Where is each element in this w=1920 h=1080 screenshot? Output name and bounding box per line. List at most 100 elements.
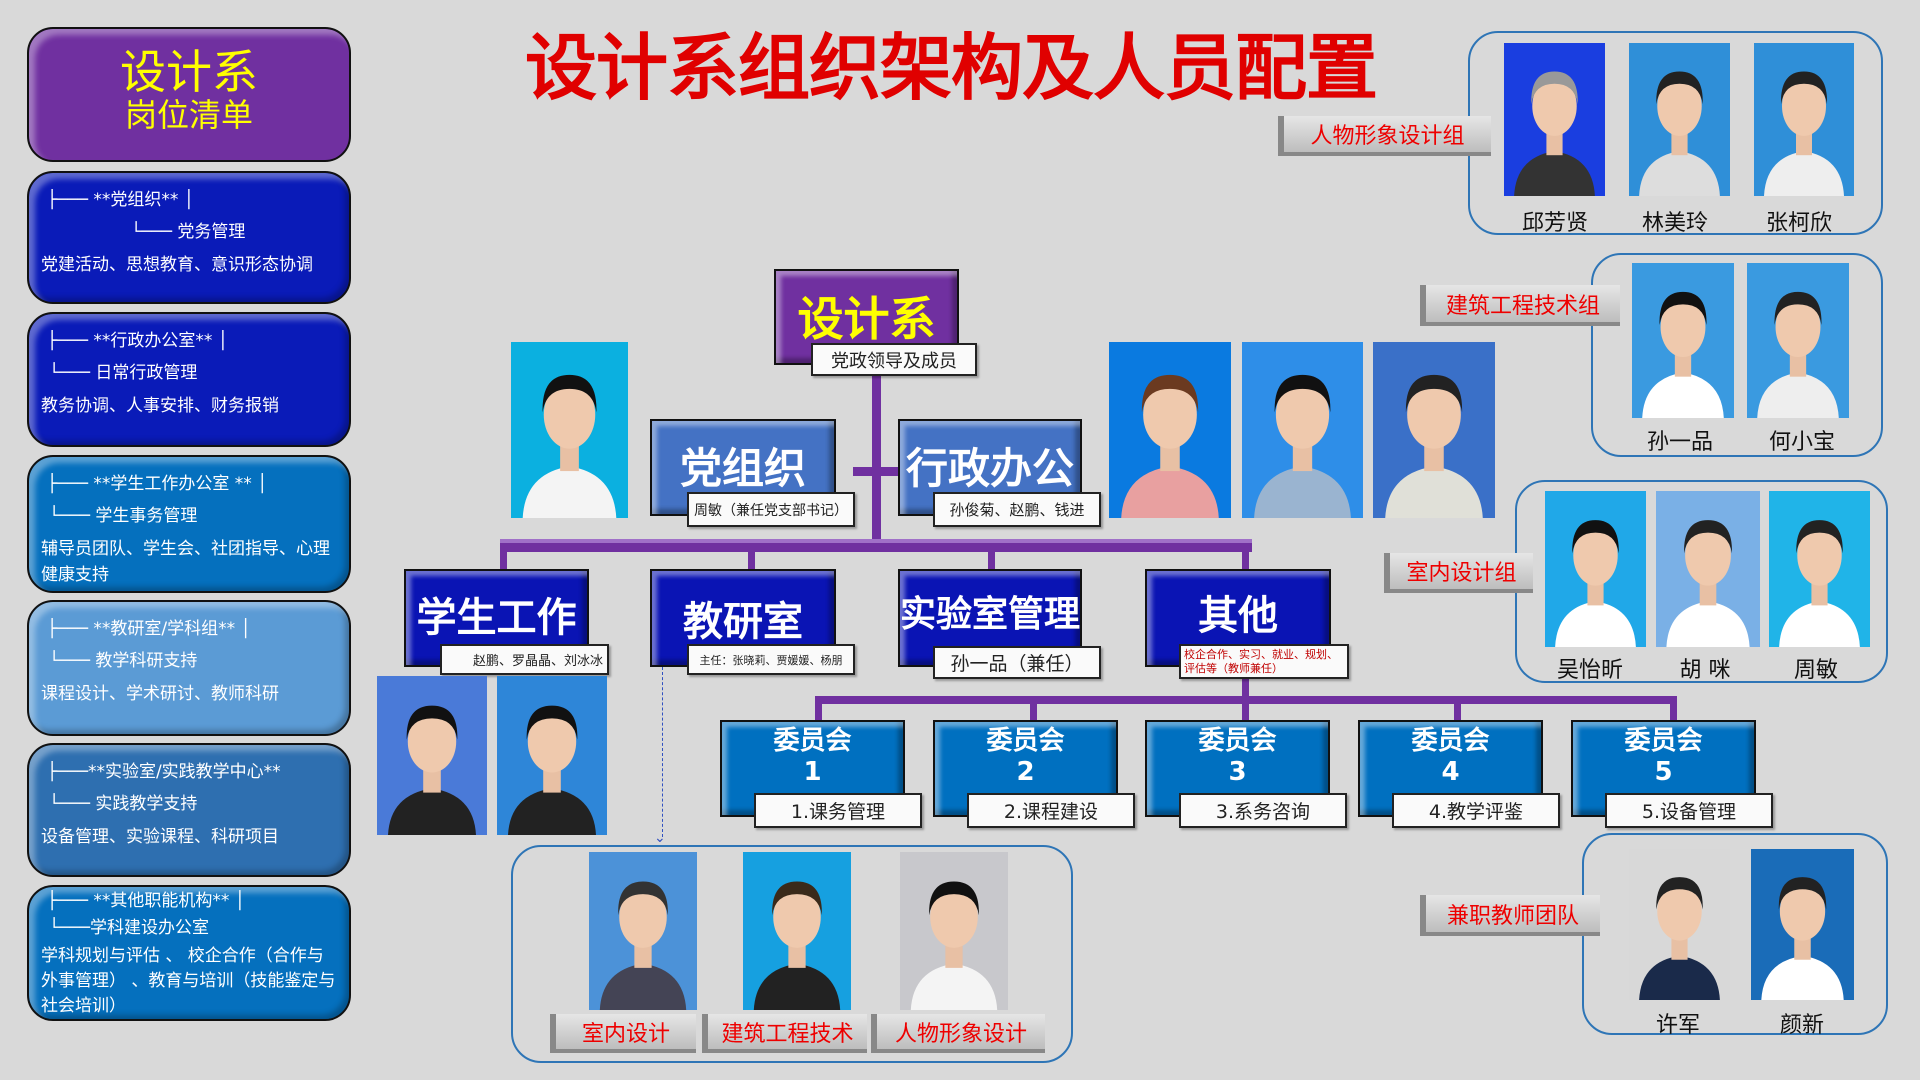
connector <box>853 467 900 476</box>
portrait-photo <box>377 676 487 835</box>
committee-number: 3 <box>1228 757 1247 787</box>
portrait-photo <box>1656 491 1760 647</box>
committee-number: 4 <box>1441 757 1460 787</box>
sidebar-item[interactable]: ├───**实验室/实践教学中心** └─── 实践教学支持 设备管理、实验课程… <box>27 743 351 877</box>
node-other-sub: 校企合作、实习、就业、规划、评估等（教师兼任） <box>1179 644 1349 679</box>
member-name: 许军 <box>1655 1013 1700 1038</box>
connector <box>1242 667 1249 703</box>
portrait-photo <box>1242 342 1363 518</box>
portrait-photo <box>1769 491 1870 647</box>
group-architecture-label: 建筑工程技术组 <box>1420 285 1620 326</box>
portrait-photo <box>1754 43 1854 196</box>
member-name: 孙一品 <box>1646 430 1713 455</box>
sidebar-item-sub: └─── 党务管理 <box>131 222 246 243</box>
committee-label: 委员会 <box>986 726 1065 756</box>
group-interior-label: 室内设计组 <box>1384 553 1533 593</box>
sidebar-item-sub: └─── 日常行政管理 <box>49 363 198 384</box>
portrait-photo <box>1751 849 1854 1000</box>
committee-sub: 5.设备管理 <box>1605 793 1773 828</box>
committee-label: 委员会 <box>1624 726 1703 756</box>
sidebar-item-heading: ├─── **教研室/学科组** │ <box>47 619 251 639</box>
sidebar-subtitle: 岗位清单 <box>124 96 253 134</box>
node-teaching-research-sub: 主任：张晓莉、贾媛媛、杨朋 <box>687 644 855 675</box>
committee-label: 委员会 <box>773 726 852 756</box>
root-label: 设计系 <box>797 292 936 346</box>
connector <box>500 543 507 571</box>
portrait-photo <box>1629 43 1730 196</box>
committee-number: 1 <box>803 757 822 787</box>
connector <box>500 543 1252 552</box>
major-label-architecture: 建筑工程技术 <box>702 1014 867 1053</box>
portrait-photo <box>1109 342 1231 518</box>
member-name: 林美玲 <box>1641 211 1708 236</box>
sidebar-item-desc: 党建活动、思想教育、意识形态协调 <box>41 254 313 275</box>
sidebar-item[interactable]: ├─── **其他职能机构** │ └───学科建设办公室 学科规划与评估 、 … <box>27 885 351 1021</box>
member-name: 颜新 <box>1779 1013 1824 1038</box>
sidebar-item-sub: └─── 学生事务管理 <box>49 506 198 527</box>
portrait-photo <box>511 342 628 518</box>
portrait-photo <box>900 852 1008 1010</box>
node-label: 实验室管理 <box>900 594 1081 635</box>
member-name: 张柯欣 <box>1765 211 1832 236</box>
committee-number: 5 <box>1654 757 1673 787</box>
portrait-photo <box>1545 491 1646 647</box>
sidebar-item-desc: 教务协调、人事安排、财务报销 <box>41 395 279 416</box>
root-sub: 党政领导及成员 <box>811 343 977 376</box>
page-title: 设计系组织架构及人员配置 <box>525 25 1378 110</box>
portrait-photo <box>497 676 607 835</box>
sidebar-item[interactable]: ├─── **学生工作办公室 ** │ └─── 学生事务管理 辅导员团队、学生… <box>27 455 351 593</box>
sidebar-item-heading: ├─── **其他职能机构** │ <box>47 891 245 911</box>
member-name: 胡 咪 <box>1679 658 1731 683</box>
node-label: 学生工作 <box>416 595 577 641</box>
major-label-interior: 室内设计 <box>550 1014 696 1053</box>
connector <box>1670 696 1677 722</box>
member-name: 吴怡昕 <box>1556 658 1623 683</box>
connector <box>815 696 822 722</box>
connector <box>1242 696 1249 722</box>
node-lab-sub: 孙一品（兼任） <box>933 646 1101 679</box>
connector <box>1242 543 1249 571</box>
sidebar-item[interactable]: ├─── **行政办公室** │ └─── 日常行政管理 教务协调、人事安排、财… <box>27 312 351 447</box>
group-parttime-label: 兼职教师团队 <box>1420 895 1600 936</box>
node-admin-sub: 孙俊菊、赵鹏、钱进 <box>933 492 1101 527</box>
committee-sub: 3.系务咨询 <box>1179 793 1347 828</box>
sidebar-item-desc: 学科规划与评估 、 校企合作（合作与外事管理） 、教育与培训（技能鉴定与社会培训… <box>41 946 336 1016</box>
committee-sub: 4.教学评鉴 <box>1392 793 1560 828</box>
sidebar-header: 设计系 岗位清单 <box>27 27 351 162</box>
node-label: 行政办公 <box>905 444 1074 493</box>
node-label: 党组织 <box>679 444 806 493</box>
portrait-photo <box>1504 43 1605 196</box>
portrait-photo <box>1373 342 1495 518</box>
portrait-photo <box>1632 263 1734 418</box>
member-name: 邱芳贤 <box>1521 211 1588 236</box>
sidebar-item-sub: └─── 实践教学支持 <box>49 794 198 815</box>
connector <box>1454 696 1461 722</box>
node-student-work-sub: 赵鹏、罗晶晶、刘冰冰 <box>440 644 609 675</box>
connector <box>748 543 755 571</box>
sidebar-item[interactable]: ├─── **教研室/学科组** │ └─── 教学科研支持 课程设计、学术研讨… <box>27 600 351 736</box>
group-architecture <box>1591 253 1883 457</box>
arrow-head-icon: ⌄ <box>654 830 666 846</box>
sidebar-item-heading: ├───**实验室/实践教学中心** <box>47 762 281 782</box>
sidebar-item-desc: 设备管理、实验课程、科研项目 <box>41 826 279 847</box>
sidebar-item[interactable]: ├─── **党组织** │ └─── 党务管理 党建活动、思想教育、意识形态协… <box>27 171 351 304</box>
sidebar-item-heading: ├─── **党组织** │ <box>47 190 194 210</box>
sidebar-item-sub: └─── 教学科研支持 <box>49 651 198 672</box>
committee-label: 委员会 <box>1198 726 1277 756</box>
sidebar-item-desc: 辅导员团队、学生会、社团指导、心理健康支持 <box>41 538 330 586</box>
major-label-image: 人物形象设计 <box>871 1014 1045 1053</box>
group-majors <box>511 845 1073 1063</box>
member-name: 周敏 <box>1793 658 1838 683</box>
member-name: 何小宝 <box>1768 430 1835 455</box>
committee-number: 2 <box>1016 757 1035 787</box>
sidebar-item-heading: ├─── **学生工作办公室 ** │ <box>47 474 268 494</box>
node-label: 教研室 <box>683 599 803 645</box>
portrait-photo <box>743 852 851 1010</box>
connector <box>1030 696 1037 722</box>
connector <box>872 365 881 551</box>
committee-label: 委员会 <box>1411 726 1490 756</box>
sidebar-item-sub: └───学科建设办公室 <box>49 917 209 938</box>
portrait-photo <box>1747 263 1849 418</box>
group-image-design-label: 人物形象设计组 <box>1278 116 1491 156</box>
sidebar-item-heading: ├─── **行政办公室** │ <box>47 331 228 351</box>
